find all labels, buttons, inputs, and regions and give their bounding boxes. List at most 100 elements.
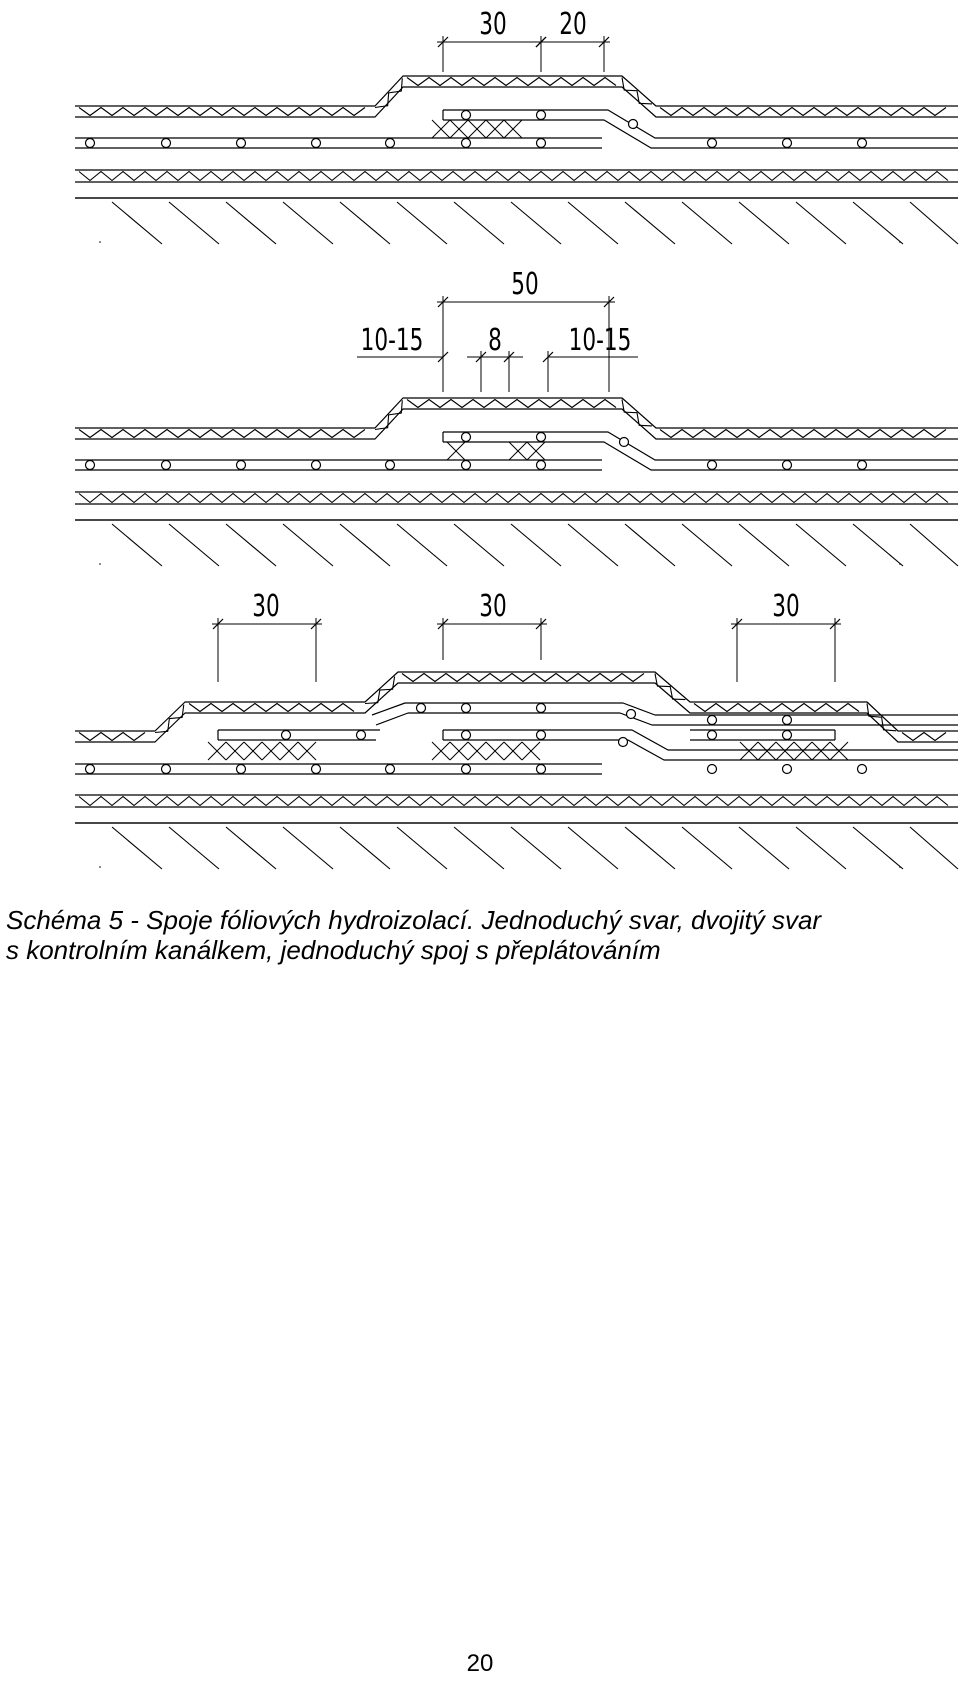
foil-upper-bottom-line (443, 119, 958, 149)
soil-hatch-line (795, 201, 847, 245)
protective-layer-upper-zigzag (374, 78, 403, 109)
foil-dot (618, 436, 630, 448)
foil-upper-top-line (443, 431, 958, 461)
foil-lower (75, 137, 602, 149)
protective-layer-upper-zigzag (406, 398, 617, 409)
foil-lower (75, 763, 602, 775)
soil-hatch-line (624, 201, 676, 245)
dimension-label: 30 (479, 8, 506, 42)
weld-hatch-line (485, 119, 505, 139)
weld-hatch-line (503, 741, 523, 761)
foil-dot (160, 763, 172, 775)
weld-hatch-line (757, 741, 777, 761)
soil-hatch-line (111, 826, 163, 870)
weld-hatch-line (431, 119, 451, 139)
soil-hatch-line (738, 826, 790, 870)
foil-dot (84, 137, 96, 149)
foil-dot (535, 109, 547, 121)
protective-layer-upper-top-line (75, 75, 958, 107)
figure-caption: Schéma 5 - Spoje fóliových hydroizolací.… (6, 905, 956, 965)
soil-dot (899, 563, 901, 565)
weld-hatch-line (526, 441, 546, 461)
protective-layer-upper (75, 75, 958, 118)
foil-center-bottom-line (443, 739, 958, 761)
protective-layer-lower-zigzag (78, 795, 949, 807)
foil-dot (460, 109, 472, 121)
foil-dot (460, 459, 472, 471)
soil-hatch-line (681, 826, 733, 870)
protective-layer-upper-top-line (75, 671, 958, 732)
foil-dot (384, 763, 396, 775)
foil-dot (160, 459, 172, 471)
foil-dot (355, 729, 367, 741)
protective-layer-upper (75, 671, 958, 743)
dimension-label: 30 (772, 590, 799, 624)
foil-dot (627, 118, 639, 130)
protective-layer-upper-zigzag (654, 673, 686, 701)
foil-dot (781, 714, 793, 726)
dimension-tick (212, 618, 224, 630)
foil-dot (781, 729, 793, 741)
foil-dot (84, 459, 96, 471)
dimension-tick (535, 618, 547, 630)
foil-dot (384, 459, 396, 471)
foil-dot (280, 729, 292, 741)
foil-dot (781, 137, 793, 149)
weld-hatch-line (261, 741, 281, 761)
weld-hatch-line (793, 741, 813, 761)
dimension-label: 30 (479, 590, 506, 624)
foil-dot (706, 459, 718, 471)
protective-layer-lower (75, 794, 958, 808)
protective-layer-upper-zigzag (78, 106, 366, 117)
dimension-label: 10-15 (361, 324, 424, 358)
dimension-label: 50 (511, 268, 538, 302)
foil-upper-top-line (443, 109, 958, 139)
soil-hatch-line (738, 201, 790, 245)
soil-hatch-line (681, 523, 733, 567)
dimension-tick (731, 618, 743, 630)
weld-second (508, 441, 546, 461)
soil-hatch-line (567, 201, 619, 245)
weld-right (739, 741, 849, 761)
soil-hatch-line (852, 523, 904, 567)
soil-hatch-line (567, 523, 619, 567)
protective-layer-lower (75, 169, 958, 183)
soil-hatch-line (339, 826, 391, 870)
weld-hatch-line (243, 741, 263, 761)
dimension-label: 10-15 (569, 324, 632, 358)
weld-hatch-line (431, 741, 451, 761)
soil-hatch-line (225, 201, 277, 245)
soil-hatch-line (168, 826, 220, 870)
soil-dot (899, 866, 901, 868)
dimension-tick (437, 618, 449, 630)
weld-hatch-line (811, 741, 831, 761)
soil-hatch-line (453, 201, 505, 245)
protective-layer-upper (75, 397, 958, 440)
dimension-tick (829, 618, 841, 630)
dimension-tick (437, 36, 449, 48)
ground (75, 822, 959, 870)
foil-upper-bottom-line (443, 441, 958, 471)
foil-dot (535, 702, 547, 714)
foil-dot (460, 431, 472, 443)
soil-hatch-line (225, 826, 277, 870)
protective-layer-upper-zigzag (621, 399, 653, 427)
foil-dot (535, 137, 547, 149)
foil-dot (384, 137, 396, 149)
protective-layer-upper-zigzag (401, 672, 645, 683)
foil-dot (706, 729, 718, 741)
weld-hatch-line (449, 741, 469, 761)
dimension-tick (437, 296, 449, 308)
protective-layer-lower-zigzag (78, 492, 949, 504)
caption-line-2: s kontrolním kanálkem, jednoduchý spoj s… (6, 935, 661, 965)
weld-single (431, 119, 523, 139)
page-number: 20 (466, 1650, 494, 1677)
soil-hatch-line (567, 826, 619, 870)
protective-layer-upper-zigzag (621, 77, 653, 105)
protective-layer-lower-zigzag (78, 170, 949, 182)
soil-hatch-line (396, 523, 448, 567)
foil-dot (535, 729, 547, 741)
foil-dot (625, 708, 637, 720)
